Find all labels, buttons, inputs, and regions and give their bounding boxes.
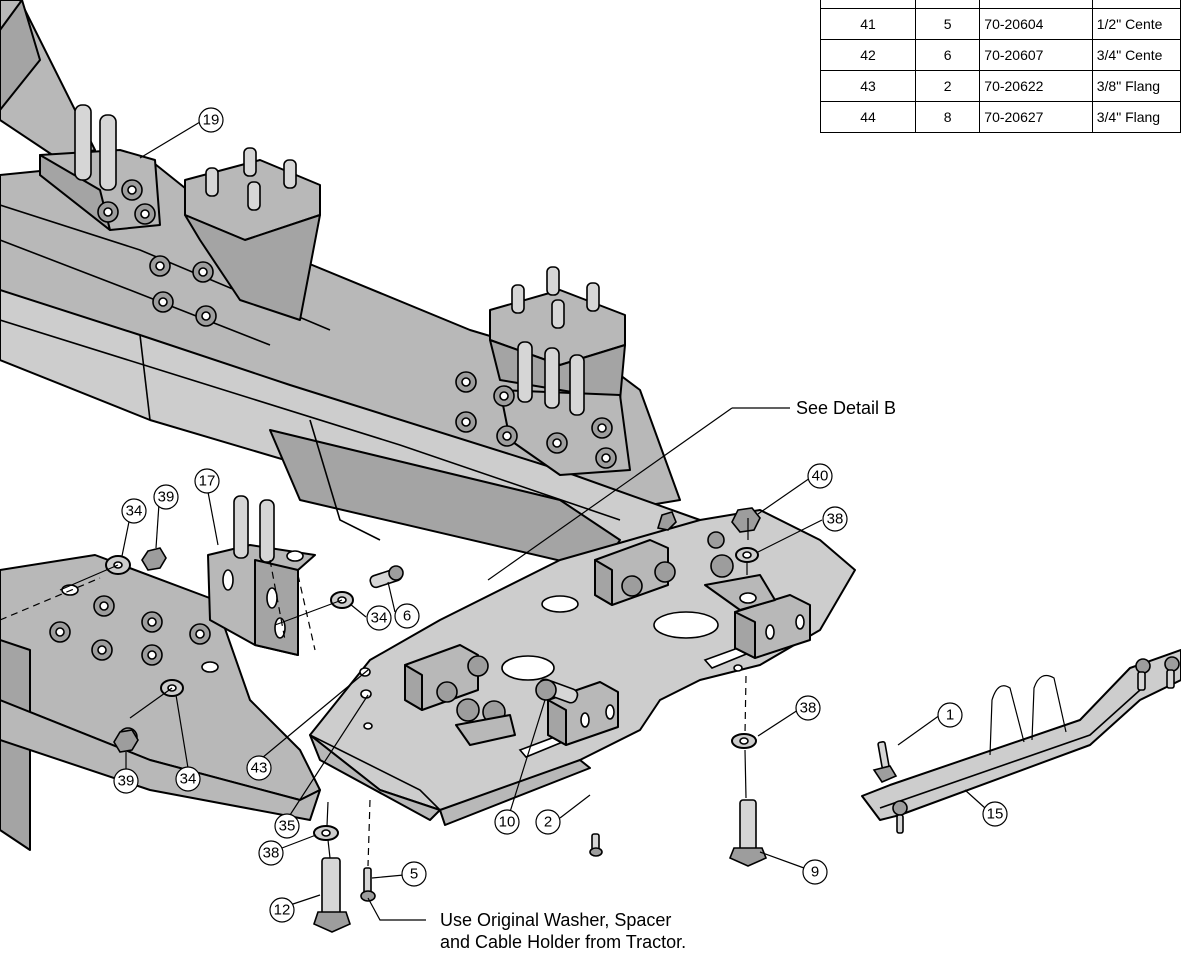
description-cell: 3/8" Flang <box>1091 70 1181 102</box>
svg-text:43: 43 <box>251 760 268 777</box>
balloon-38: 38 <box>258 840 284 866</box>
center-mount-bracket <box>184 147 321 321</box>
item-cell: 42 <box>820 39 916 71</box>
balloon-6: 6 <box>394 603 420 629</box>
table-row: 42 6 70-20607 3/4" Cente <box>820 39 1181 71</box>
base-plate <box>309 509 856 826</box>
svg-text:40: 40 <box>812 468 829 485</box>
svg-text:39: 39 <box>158 489 175 506</box>
svg-text:1: 1 <box>946 707 954 724</box>
table-row: 43 2 70-20622 3/8" Flang <box>820 70 1181 102</box>
see-detail-b-note: See Detail B <box>796 398 896 418</box>
bolt-12 <box>313 857 351 933</box>
cable-bracket-15 <box>861 649 1181 834</box>
qty-cell: 5 <box>914 8 981 40</box>
balloon-43: 43 <box>246 755 272 781</box>
frame-bolts <box>97 179 617 469</box>
balloon-1: 1 <box>937 702 963 728</box>
svg-text:34: 34 <box>371 610 388 627</box>
original-parts-note-line1: Use Original Washer, Spacer <box>440 910 671 930</box>
svg-text:19: 19 <box>203 112 220 129</box>
part-number-cell: 70-20627 <box>979 101 1093 133</box>
bolt-9 <box>728 799 768 867</box>
parts-table: 41 5 70-20604 1/2" Cente 42 6 70-20607 3… <box>820 0 1181 133</box>
qty-cell: 2 <box>914 70 981 102</box>
part-number-cell: 70-20604 <box>979 8 1093 40</box>
balloon-10: 10 <box>494 809 520 835</box>
pin-6 <box>369 565 404 589</box>
table-row: 41 5 70-20604 1/2" Cente <box>820 8 1181 40</box>
svg-text:38: 38 <box>800 700 817 717</box>
balloon-34: 34 <box>175 766 201 792</box>
balloon-17: 17 <box>194 468 220 494</box>
svg-text:9: 9 <box>811 864 819 881</box>
qty-cell: 6 <box>914 39 981 71</box>
balloon-34: 34 <box>366 605 392 631</box>
part-number-cell: 70-20607 <box>979 39 1093 71</box>
clamp-blocks <box>404 531 811 746</box>
balloon-15: 15 <box>982 801 1008 827</box>
svg-text:15: 15 <box>987 806 1004 823</box>
balloon-9: 9 <box>802 859 828 885</box>
part-number-cell: 70-20622 <box>979 70 1093 102</box>
bolt-2 <box>589 833 603 857</box>
balloon-38: 38 <box>822 506 848 532</box>
balloon-5: 5 <box>401 861 427 887</box>
svg-text:35: 35 <box>279 818 296 835</box>
description-cell: 3/4" Cente <box>1091 39 1181 71</box>
svg-text:6: 6 <box>403 608 411 625</box>
balloon-19: 19 <box>198 107 224 133</box>
svg-text:17: 17 <box>199 473 216 490</box>
loose-hardware <box>105 507 761 841</box>
balloon-2: 2 <box>535 809 561 835</box>
qty-cell: 8 <box>914 101 981 133</box>
bracket-17 <box>207 495 316 656</box>
balloon-12: 12 <box>269 897 295 923</box>
original-parts-note-line2: and Cable Holder from Tractor. <box>440 932 686 952</box>
svg-text:34: 34 <box>180 771 197 788</box>
description-cell: 3/4" Flang <box>1091 101 1181 133</box>
balloon-40: 40 <box>807 463 833 489</box>
balloon-38: 38 <box>795 695 821 721</box>
svg-text:34: 34 <box>126 503 143 520</box>
assembly-lines <box>0 518 749 867</box>
balloon-39: 39 <box>113 768 139 794</box>
balloon-39: 39 <box>153 484 179 510</box>
item-balloons: 19 17 34 39 34 6 40 38 38 1 15 39 34 43 … <box>113 107 1008 923</box>
table-row: 44 8 70-20627 3/4" Flang <box>820 101 1181 133</box>
item-cell: 44 <box>820 101 916 133</box>
svg-text:39: 39 <box>118 773 135 790</box>
balloon-35: 35 <box>274 813 300 839</box>
svg-text:2: 2 <box>544 814 552 831</box>
item-cell: 41 <box>820 8 916 40</box>
upper-left-bracket <box>39 104 161 231</box>
callout-notes: See Detail B Use Original Washer, Spacer… <box>440 398 896 952</box>
bolt-5 <box>360 867 376 902</box>
left-side-plate <box>0 554 321 851</box>
svg-text:5: 5 <box>410 866 418 883</box>
balloon-34: 34 <box>121 498 147 524</box>
svg-text:38: 38 <box>827 511 844 528</box>
svg-text:10: 10 <box>499 814 516 831</box>
svg-text:12: 12 <box>274 902 291 919</box>
description-cell: 1/2" Cente <box>1091 8 1181 40</box>
svg-text:38: 38 <box>263 845 280 862</box>
item-cell: 43 <box>820 70 916 102</box>
table-row <box>820 0 1181 9</box>
